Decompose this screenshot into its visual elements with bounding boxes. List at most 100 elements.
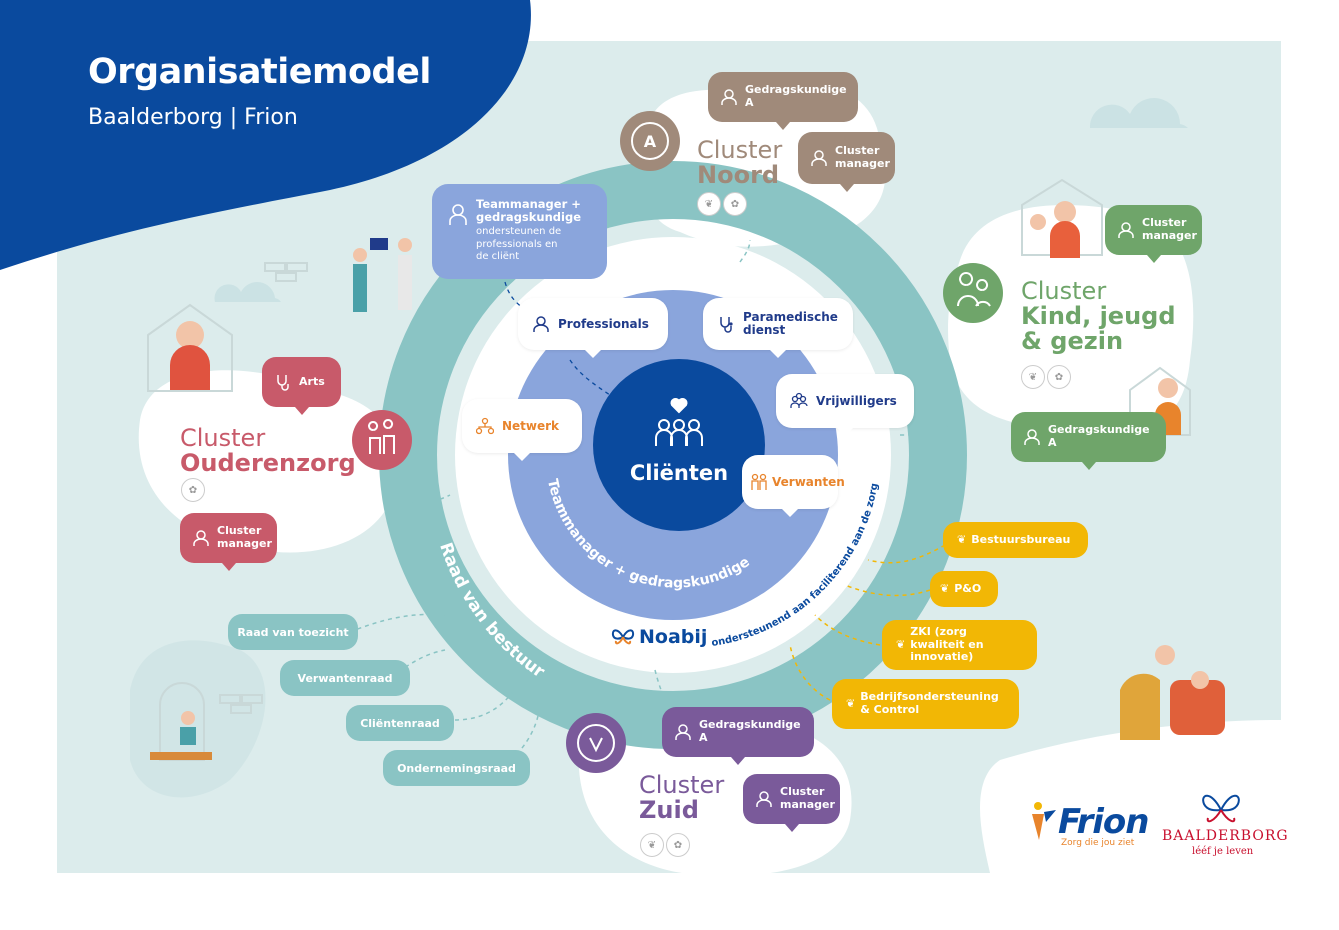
- noabij-name: Noabij: [639, 626, 708, 648]
- noord-gedragskundige-label: Gedragskundige A: [745, 83, 847, 109]
- butterfly-icon: ❦: [846, 696, 856, 710]
- professionals-label: Professionals: [558, 317, 649, 331]
- manager-icon: [756, 791, 772, 807]
- illustration-care: [1120, 645, 1225, 740]
- zuid-cluster-title: Cluster Zuid: [639, 771, 725, 825]
- blob-left-bottom: [130, 640, 266, 798]
- ouderen-cluster-name: Ouderenzorg: [180, 449, 356, 478]
- raad-pill: Cliëntenraad: [346, 705, 454, 741]
- noord-cluster-title: Cluster Noord: [697, 136, 783, 188]
- zuid-badge: [566, 713, 626, 773]
- butterfly-icon: ❦: [896, 637, 906, 651]
- network-icon: [476, 417, 494, 435]
- ouderen-manager-pill: Cluster manager: [180, 513, 277, 571]
- zuid-flower-icon: ✿: [666, 833, 690, 857]
- noabij-logo: Noabij: [610, 626, 707, 648]
- paramedische-label: Paramedische dienst: [743, 309, 838, 337]
- teammanager-box: Teammanager + gedragskundige ondersteune…: [432, 184, 607, 279]
- kind-gedragskundige-pill: Gedragskundige A: [1011, 412, 1166, 470]
- raad-pill: Verwantenraad: [280, 660, 410, 696]
- ouderen-manager-label: Cluster manager: [217, 524, 272, 550]
- raad-pill: Raad van toezicht: [228, 614, 358, 650]
- noabij-butterfly-icon: [611, 629, 635, 645]
- kind-manager-label: Cluster manager: [1142, 216, 1197, 242]
- header-blob: [0, 0, 531, 270]
- baalderborg-logo: BAALDERBORG lééf je leven: [1160, 788, 1288, 858]
- zuid-cluster-word: Cluster: [639, 771, 725, 799]
- butterfly-icon: ❦: [940, 581, 950, 595]
- noord-cluster-word: Cluster: [697, 136, 783, 164]
- zuid-gedragskundige-label: Gedragskundige A: [699, 718, 801, 744]
- stethoscope-icon: [277, 375, 289, 391]
- stethoscope-icon: [720, 317, 733, 333]
- professionals-bubble: Professionals: [518, 298, 668, 358]
- vrijwilligers-bubble: Vrijwilligers: [776, 374, 914, 436]
- support-pill: ❦ Bedrijfsondersteuning & Control: [832, 679, 1019, 729]
- ouderen-flower-icon: ✿: [181, 478, 205, 502]
- baalderborg-tagline: lééf je leven: [1192, 846, 1254, 857]
- teammanager-icon: [449, 204, 467, 225]
- noord-manager-pill: Cluster manager: [798, 132, 895, 192]
- support-label: Bedrijfsondersteuning & Control: [860, 690, 999, 716]
- noord-flower-icon: ✿: [723, 192, 747, 216]
- frion-tagline: Zorg die jou ziet: [1061, 838, 1135, 848]
- verwanten-bubble: Verwanten: [742, 455, 845, 517]
- bricks-decoration: [219, 262, 308, 714]
- volunteers-icon: [790, 392, 808, 408]
- teammanager-body: ondersteunen de professionals en de clië…: [476, 226, 562, 263]
- relatives-icon: [751, 473, 767, 490]
- kind-leaf-icon: ❦: [1021, 365, 1045, 389]
- noord-gedragskundige-pill: Gedragskundige A: [708, 72, 858, 130]
- page-title: Organisatiemodel: [88, 52, 431, 92]
- support-pill: ❦Bestuursbureau: [943, 522, 1088, 558]
- netwerk-label: Netwerk: [502, 419, 560, 433]
- noord-badge: [620, 111, 680, 171]
- paramedische-bubble: Paramedische dienst: [703, 298, 853, 358]
- zuid-gedragskundige-pill: Gedragskundige A: [662, 707, 814, 765]
- center-label: Cliënten: [629, 461, 729, 485]
- person-icon: [675, 724, 691, 740]
- teammanager-title: Teammanager + gedragskundige: [476, 197, 581, 225]
- clients-icon: [655, 398, 703, 446]
- verwanten-label: Verwanten: [772, 475, 845, 489]
- kind-cluster-name: Kind, jeugd & gezin: [1021, 302, 1176, 356]
- ouderen-arts-label: Arts: [299, 374, 325, 388]
- cloud-decoration: [214, 98, 1188, 302]
- ouderen-badge: [352, 410, 412, 470]
- blob-ouderen: [138, 370, 399, 553]
- manager-icon: [193, 530, 209, 546]
- kind-manager-pill: Cluster manager: [1105, 205, 1202, 263]
- frion-name: Frion: [1058, 802, 1149, 842]
- butterfly-icon: ❦: [957, 532, 967, 546]
- support-pill: ❦ P&O: [930, 571, 998, 607]
- blob-bottom-right: [980, 720, 1281, 873]
- person-icon: [721, 89, 737, 105]
- manager-icon: [1118, 222, 1134, 238]
- kind-gedragskundige-label: Gedragskundige A: [1048, 423, 1150, 449]
- frion-figure-icon: [1032, 802, 1056, 840]
- manager-icon: [811, 150, 827, 166]
- illustration-window: [150, 682, 212, 761]
- blob-kind: [948, 205, 1194, 433]
- support-pill: ❦ ZKI (zorg kwaliteit en innovatie): [882, 620, 1037, 670]
- illustration-professionals: [353, 238, 412, 312]
- support-label: P&O: [954, 581, 982, 595]
- zuid-manager-label: Cluster manager: [780, 785, 835, 811]
- netwerk-bubble: Netwerk: [462, 399, 582, 461]
- noord-leaf-icon: ❦: [697, 192, 721, 216]
- zuid-leaf-icon: ❦: [640, 833, 664, 857]
- professional-icon: [533, 316, 549, 332]
- vrijwilligers-label: Vrijwilligers: [816, 394, 897, 408]
- raad-pill: Ondernemingsraad: [383, 750, 530, 786]
- kind-flower-icon: ✿: [1047, 365, 1071, 389]
- ouderen-cluster-word: Cluster: [180, 424, 266, 452]
- zuid-cluster-name: Zuid: [639, 796, 699, 825]
- center-circle: [593, 359, 765, 531]
- kind-cluster-word: Cluster: [1021, 277, 1107, 305]
- ouderen-arts-pill: Arts: [262, 357, 341, 415]
- kind-badge: [943, 263, 1003, 323]
- ouderen-cluster-title: Cluster Ouderenzorg: [180, 424, 356, 478]
- noord-manager-label: Cluster manager: [835, 144, 890, 170]
- baalderborg-butterfly-icon: [1202, 794, 1240, 823]
- support-label: ZKI (zorg kwaliteit en innovatie): [910, 625, 984, 664]
